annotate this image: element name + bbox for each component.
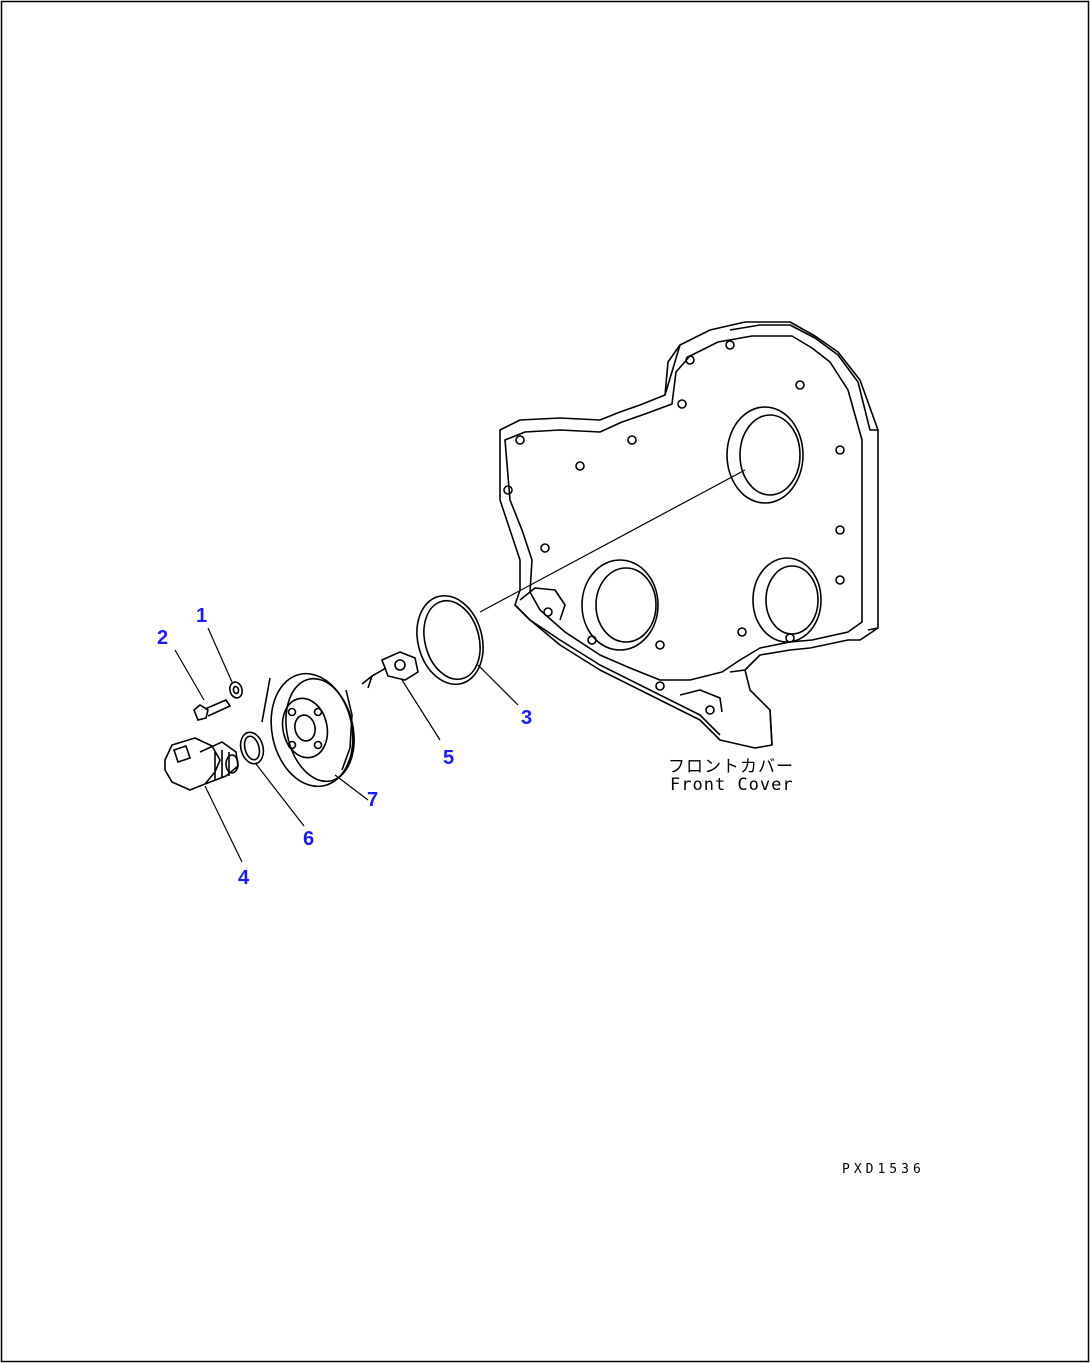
leader-4 — [204, 785, 243, 863]
leader-7 — [334, 774, 369, 801]
drawing-code: PXD1536 — [842, 1162, 925, 1177]
callout-1: 1 — [196, 605, 208, 627]
leader-5 — [401, 679, 441, 741]
front-cover-label-jp: フロントカバー — [668, 757, 794, 777]
leader-2 — [174, 649, 205, 701]
callout-4: 4 — [238, 867, 250, 889]
callout-6: 6 — [303, 828, 315, 850]
part-3-oil-seal — [416, 594, 484, 686]
leader-3 — [477, 664, 519, 706]
callout-5: 5 — [443, 747, 455, 769]
leader-6 — [255, 763, 305, 827]
part-2-bolt — [193, 699, 232, 721]
leader-1 — [207, 627, 233, 683]
front-cover-housing — [499, 321, 879, 749]
callout-2: 2 — [157, 627, 169, 649]
part-5-fitting — [361, 651, 419, 689]
part-6-snap-ring — [239, 731, 265, 765]
part-7-pulley — [261, 672, 355, 788]
callout-3: 3 — [521, 707, 533, 729]
leader-seal-to-bore — [479, 469, 746, 613]
front-cover-label-en: Front Cover — [670, 775, 794, 795]
part-1-washer — [229, 681, 243, 699]
callout-7: 7 — [367, 789, 379, 811]
part-4-tensioner — [164, 737, 239, 791]
